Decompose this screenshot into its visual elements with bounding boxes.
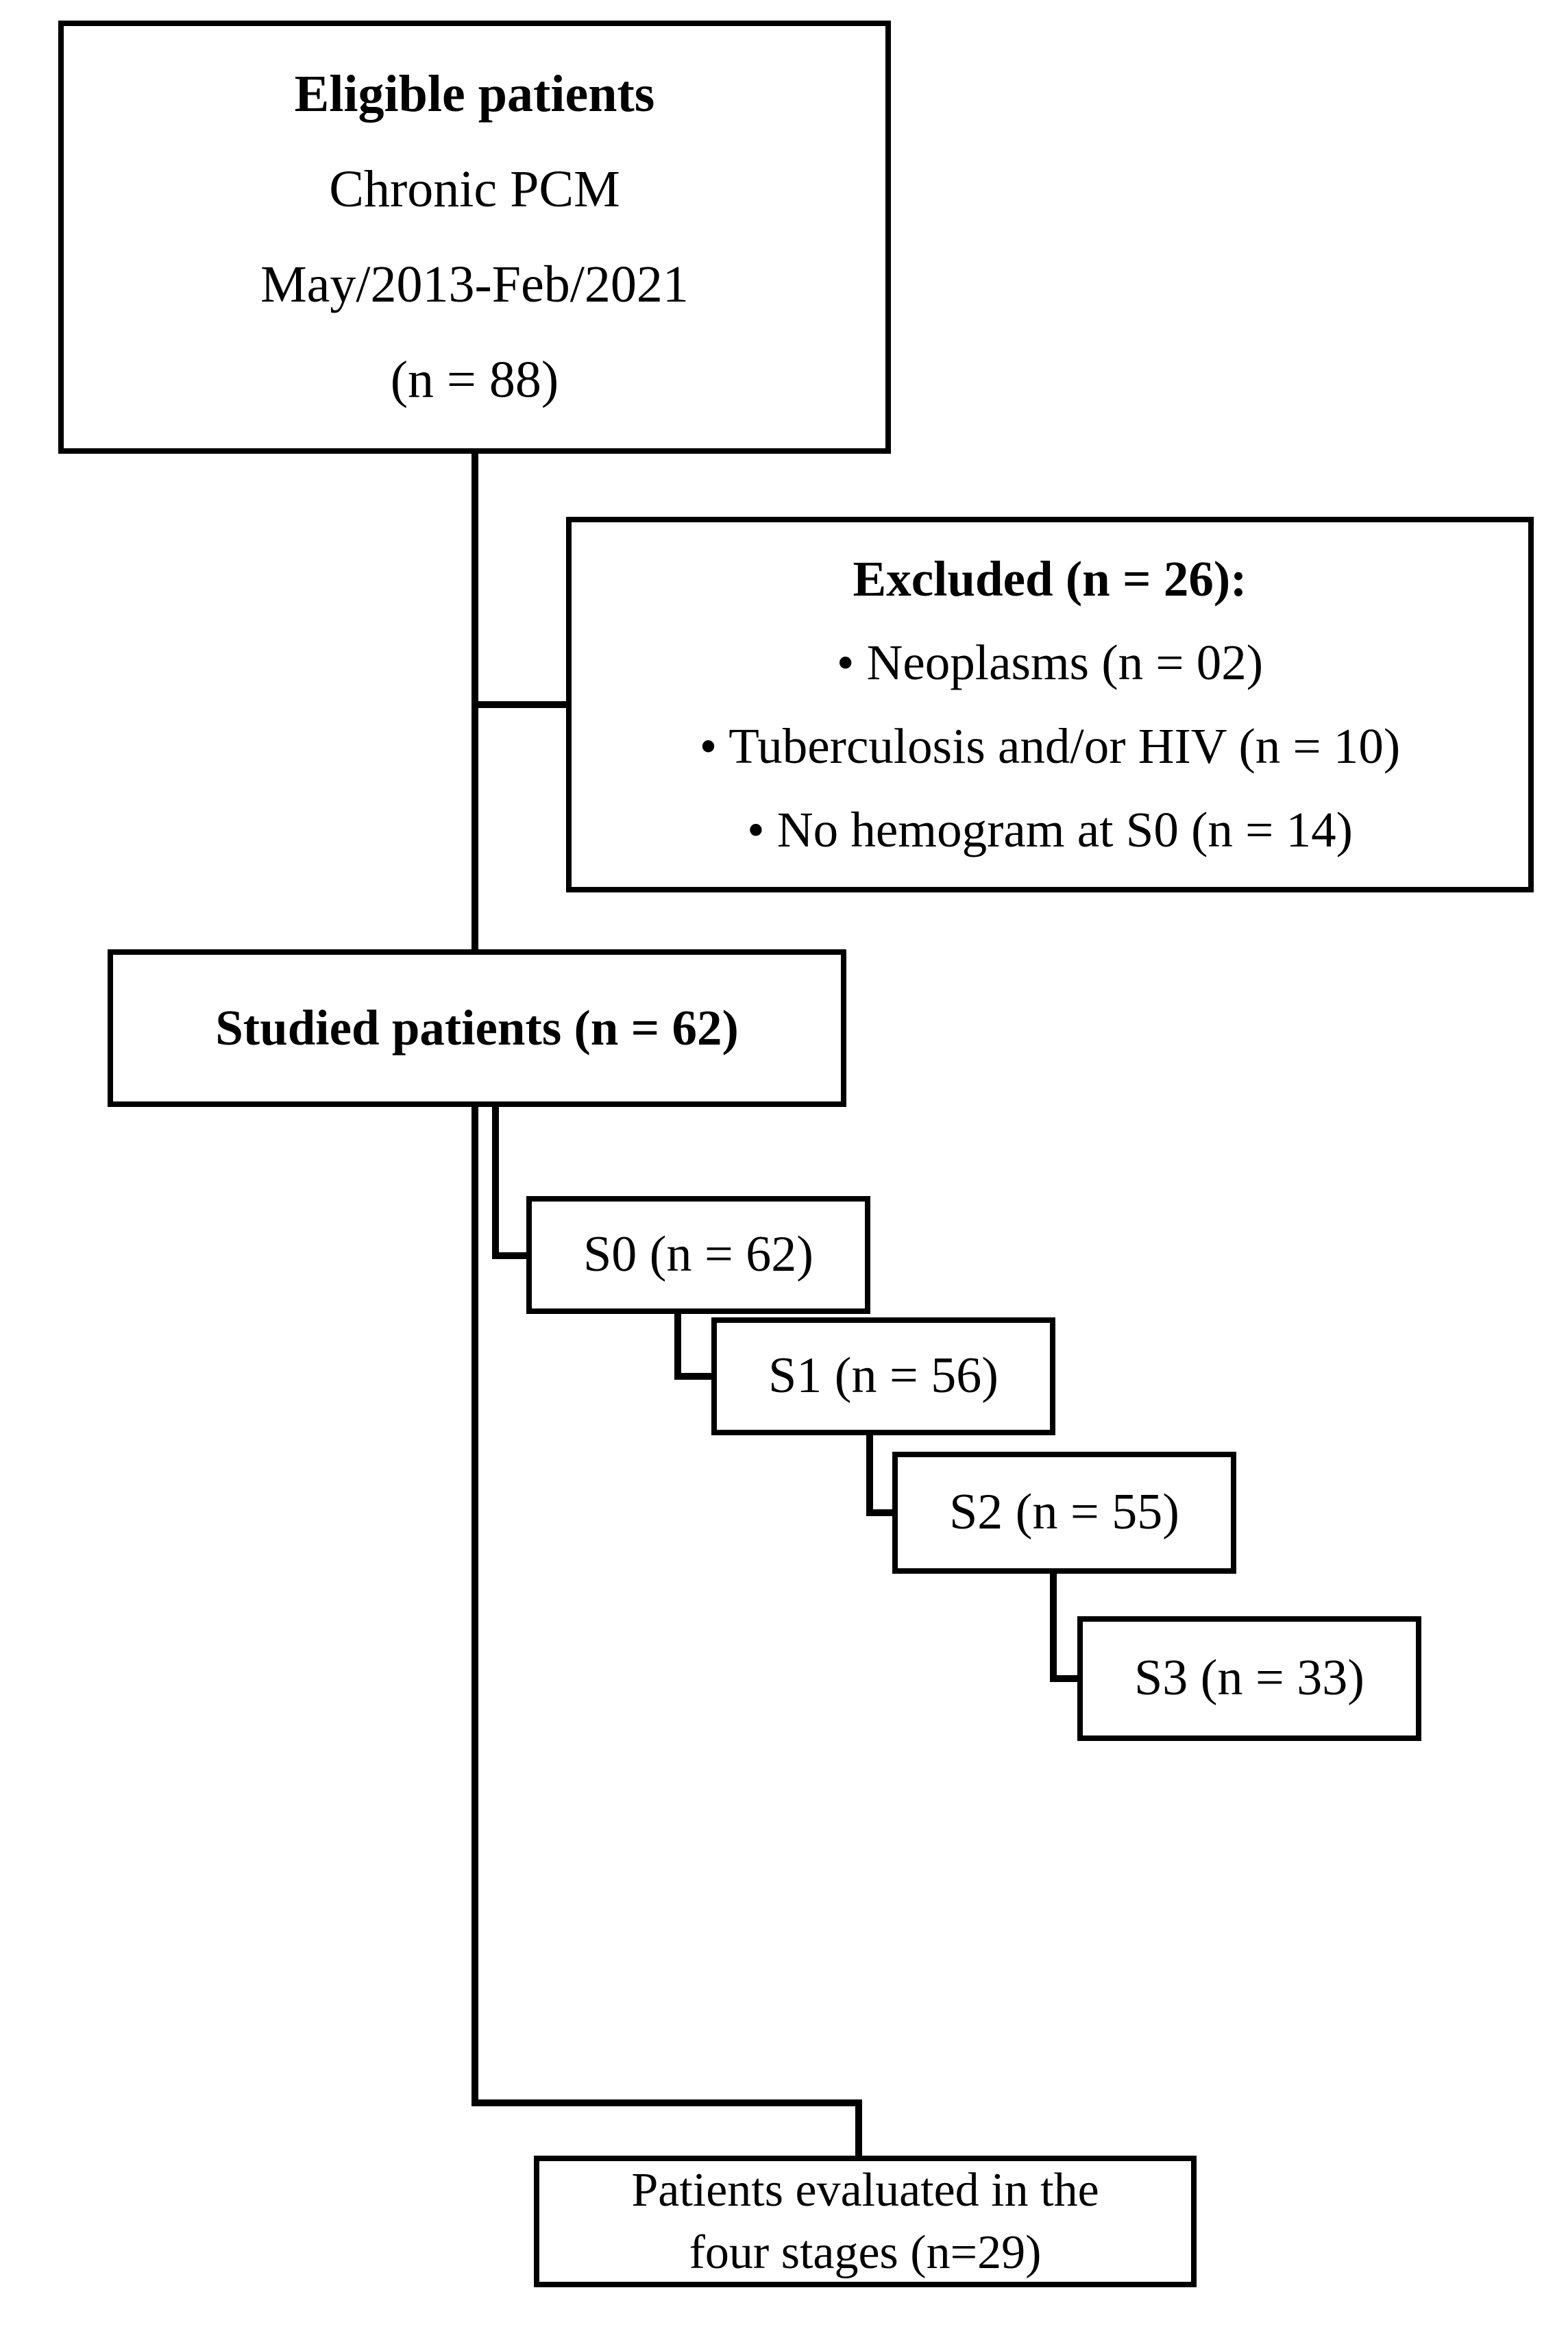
connector-excluded-stub — [471, 701, 567, 708]
excluded-item-tb-hiv: • Tuberculosis and/or HIV (n = 10) — [699, 718, 1401, 775]
connector-s1-stub — [674, 1373, 713, 1380]
connector-bottom-horizontal — [471, 2099, 862, 2106]
connector-s3-stub — [1050, 1675, 1079, 1682]
stage-s2-box: S2 (n = 55) — [892, 1452, 1236, 1574]
connector-evaluated-stub — [855, 2099, 862, 2156]
stage-s1-box: S1 (n = 56) — [711, 1317, 1055, 1435]
evaluated-line-2: four stages (n=29) — [689, 2226, 1042, 2279]
stage-s3-label: S3 (n = 33) — [1134, 1650, 1364, 1707]
eligible-patients-box: Eligible patients Chronic PCM May/2013-F… — [58, 21, 891, 454]
evaluated-line-1: Patients evaluated in the — [631, 2164, 1099, 2217]
excluded-title: Excluded (n = 26): — [853, 551, 1247, 607]
connector-s2-to-s3-vertical — [1050, 1574, 1057, 1682]
stage-s0-box: S0 (n = 62) — [526, 1196, 870, 1314]
connector-s0-stub — [492, 1252, 528, 1259]
connector-s1-to-s2-vertical — [866, 1435, 873, 1516]
connector-studied-to-evaluated-vertical — [471, 1107, 478, 2106]
connector-studied-to-s0-vertical — [492, 1107, 499, 1259]
eligible-condition: Chronic PCM — [329, 160, 620, 218]
evaluated-patients-box: Patients evaluated in the four stages (n… — [534, 2156, 1197, 2287]
excluded-item-neoplasms: • Neoplasms (n = 02) — [836, 635, 1264, 691]
stage-s2-label: S2 (n = 55) — [949, 1484, 1179, 1541]
connector-s0-to-s1-vertical — [674, 1314, 681, 1380]
studied-label: Studied patients (n = 62) — [215, 1000, 739, 1056]
stage-s3-box: S3 (n = 33) — [1077, 1616, 1421, 1741]
eligible-date-range: May/2013-Feb/2021 — [260, 255, 689, 313]
excluded-box: Excluded (n = 26): • Neoplasms (n = 02) … — [566, 517, 1534, 892]
eligible-title: Eligible patients — [294, 64, 655, 123]
stage-s1-label: S1 (n = 56) — [768, 1348, 999, 1404]
connector-s2-stub — [866, 1509, 894, 1516]
studied-patients-box: Studied patients (n = 62) — [108, 949, 846, 1107]
stage-s0-label: S0 (n = 62) — [583, 1226, 813, 1283]
eligible-count: (n = 88) — [390, 350, 559, 409]
excluded-item-no-hemogram: • No hemogram at S0 (n = 14) — [747, 802, 1353, 858]
